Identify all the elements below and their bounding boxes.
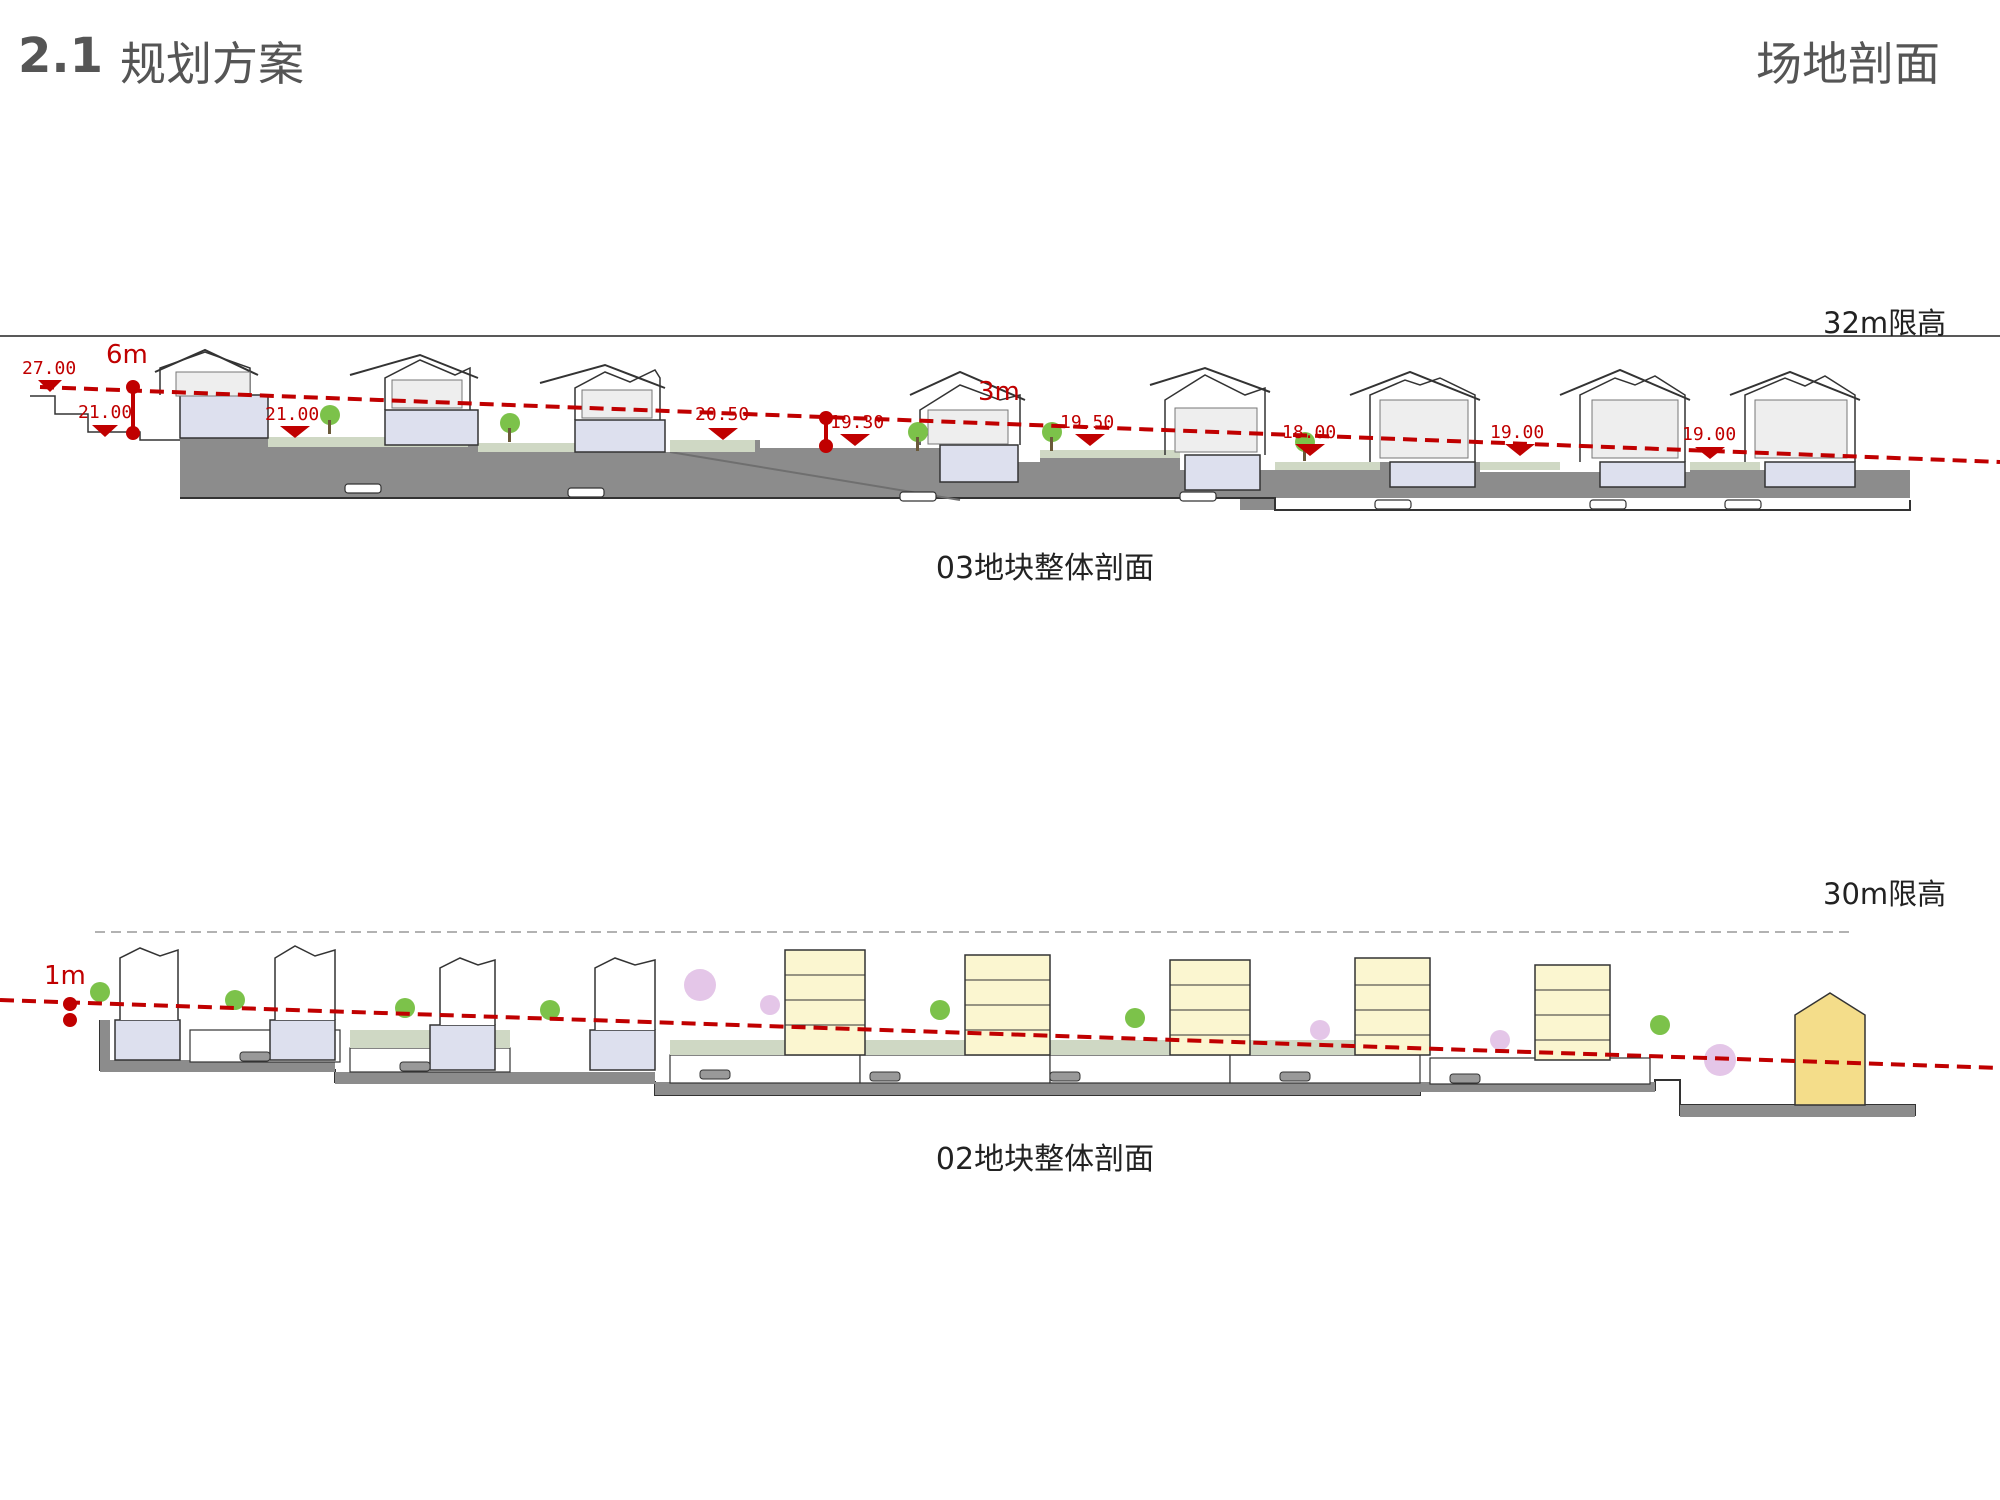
dimension-6m: 6m <box>106 340 148 440</box>
dimension-1m: 1m <box>44 961 86 1027</box>
terrain-slope-line-02 <box>0 998 2000 1070</box>
section-title: 规划方案 <box>120 37 304 91</box>
dimension-3m: 3m <box>819 377 1020 453</box>
low-houses-02 <box>114 945 656 1071</box>
section-number: 2.1 <box>18 28 104 84</box>
house-03-8 <box>1729 370 1861 488</box>
house-03-3 <box>539 363 666 453</box>
section-02-diagram: 1m <box>0 931 2000 1117</box>
house-03-7 <box>1559 368 1691 488</box>
dimension-label: 3m <box>978 377 1020 407</box>
existing-building-02 <box>1794 992 1866 1106</box>
trees-02 <box>90 982 1670 1035</box>
house-03-4 <box>909 370 1026 483</box>
section-03-diagram: 27.00 21.00 21.00 20.50 19.30 19.50 18.0… <box>0 335 2000 511</box>
house-03-6 <box>1349 370 1481 488</box>
elevation-label: 21.00 <box>265 404 319 425</box>
cars-02 <box>239 1051 1481 1084</box>
dimension-label: 6m <box>106 340 148 370</box>
height-limit-label-03: 32m限高 <box>1823 306 1947 340</box>
blossom-trees-02 <box>684 969 1736 1076</box>
house-03-1 <box>154 348 269 439</box>
house-03-2 <box>349 353 479 446</box>
page-title: 场地剖面 <box>1756 37 1940 91</box>
caption-02: 02地块整体剖面 <box>935 1142 1155 1177</box>
dimension-label: 1m <box>44 961 86 991</box>
cars-03 <box>344 483 1762 510</box>
elevation-label: 27.00 <box>22 358 76 379</box>
elevation-label: 21.00 <box>78 402 132 423</box>
caption-03: 03地块整体剖面 <box>935 551 1155 586</box>
elevation-label: 19.00 <box>1682 424 1736 445</box>
terrain-slope-line-03 <box>39 385 2000 464</box>
height-limit-label-02: 30m限高 <box>1823 877 1947 911</box>
elevation-label: 19.00 <box>1490 422 1544 443</box>
